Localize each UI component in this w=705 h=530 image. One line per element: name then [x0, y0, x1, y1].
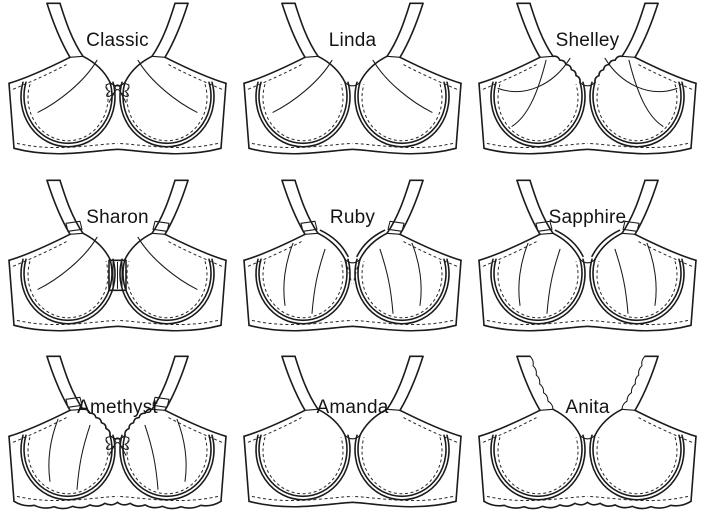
bra-line-drawing: [8, 2, 227, 155]
bra-style-name: Anita: [565, 397, 610, 419]
bra-illustration: [470, 0, 705, 177]
bra-line-drawing: [8, 179, 227, 332]
bra-style-card: Shelley: [470, 0, 705, 177]
bra-line-drawing: [478, 179, 697, 332]
bra-style-name: Amanda: [316, 397, 389, 419]
bra-illustration: [0, 177, 235, 354]
bra-line-drawing: [478, 355, 697, 510]
bra-style-name: Classic: [86, 30, 149, 51]
bra-illustration: [0, 0, 235, 177]
bra-style-card: Sapphire: [470, 177, 705, 354]
bra-style-card: Linda: [235, 0, 470, 177]
bra-style-card: Ruby: [235, 177, 470, 354]
bra-style-name: Sapphire: [548, 206, 627, 228]
bra-style-card: Anita: [470, 353, 705, 530]
bra-line-drawing: [243, 355, 462, 508]
bra-style-card: Classic: [0, 0, 235, 177]
bra-style-name: Sharon: [86, 206, 149, 228]
bra-style-name: Ruby: [329, 206, 376, 228]
bra-style-card: Sharon: [0, 177, 235, 354]
bra-illustration: [470, 353, 705, 530]
bra-style-name: Amethyst: [77, 397, 158, 419]
bra-illustration: [235, 353, 470, 530]
bra-illustration: [0, 353, 235, 530]
bra-illustration: [235, 0, 470, 177]
bra-line-drawing: [8, 355, 227, 510]
bra-line-drawing: [243, 2, 462, 155]
bra-illustration: [235, 177, 470, 354]
bra-style-card: Amanda: [235, 353, 470, 530]
bra-illustration: [470, 177, 705, 354]
bra-style-card: Amethyst: [0, 353, 235, 530]
bra-line-drawing: [243, 179, 462, 332]
bra-style-name: Linda: [328, 30, 377, 51]
bra-style-name: Shelley: [555, 30, 620, 51]
bra-line-drawing: [478, 2, 697, 155]
